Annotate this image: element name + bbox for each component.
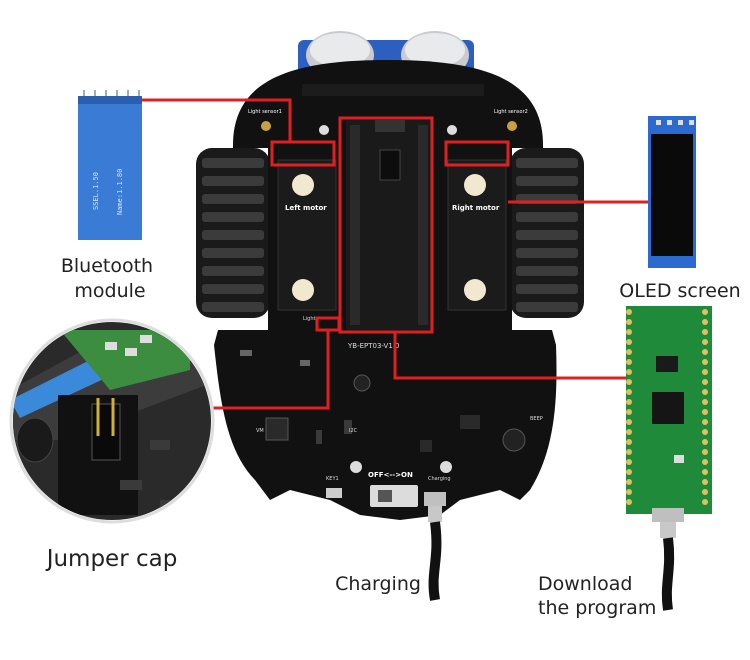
key-label: KEY1 xyxy=(326,476,339,482)
right-wheel xyxy=(510,148,584,318)
pico-pin xyxy=(702,349,708,355)
download-cable xyxy=(660,522,676,611)
download-line-1: Download xyxy=(538,573,632,595)
pico-pin xyxy=(702,439,708,445)
highlight-lines xyxy=(142,98,648,410)
oled-screen xyxy=(648,116,696,268)
pico-pin xyxy=(626,309,632,315)
pico-pin xyxy=(702,429,708,435)
right-motor-label: Right motor xyxy=(452,204,500,212)
charging-label: Charging xyxy=(335,573,421,595)
pico-pin xyxy=(702,469,708,475)
pico-pin xyxy=(702,319,708,325)
pcb-components xyxy=(240,350,526,452)
left-motor-label: Left motor xyxy=(285,204,327,212)
model-label: YB-EPT03-V1.0 xyxy=(347,342,399,350)
pico-pin xyxy=(702,309,708,315)
pico-pin xyxy=(626,419,632,425)
usb-port xyxy=(424,492,446,506)
pico-pin xyxy=(626,329,632,335)
pico-pin xyxy=(702,379,708,385)
pico-pins xyxy=(626,309,708,505)
pico-pin xyxy=(702,389,708,395)
pico-pin xyxy=(626,479,632,485)
pico-pin xyxy=(702,359,708,365)
pico-pin xyxy=(702,459,708,465)
pico-pin xyxy=(626,339,632,345)
charging-port-label: Charging xyxy=(428,476,451,482)
pico-pin xyxy=(626,489,632,495)
pico-pin xyxy=(702,329,708,335)
power-switch xyxy=(370,485,418,507)
pico-pin xyxy=(702,489,708,495)
charging-cable xyxy=(428,506,442,601)
pico-board xyxy=(626,306,712,522)
pico-pin xyxy=(626,459,632,465)
pico-pin xyxy=(702,339,708,345)
i2c-label: I2C xyxy=(349,428,358,434)
download-label: Download the program xyxy=(538,573,656,619)
pico-pin xyxy=(626,389,632,395)
pico-pin xyxy=(626,349,632,355)
pico-pin xyxy=(626,359,632,365)
download-line-2: the program xyxy=(538,597,656,619)
pico-pin xyxy=(702,409,708,415)
pico-pin xyxy=(702,369,708,375)
pico-pin xyxy=(626,439,632,445)
pico-pin xyxy=(626,469,632,475)
oled-screen-label: OLED screen xyxy=(619,280,740,302)
pico-pin xyxy=(702,399,708,405)
pico-pin xyxy=(702,449,708,455)
pico-pin xyxy=(626,449,632,455)
bluetooth-module: SSEL.1.50 Name:1.1.80 xyxy=(78,90,142,240)
light-label: Light xyxy=(303,316,316,322)
pcb-top xyxy=(233,60,543,148)
pico-pin xyxy=(626,399,632,405)
left-wheel xyxy=(196,148,270,318)
buzzer-label: BEEP xyxy=(530,416,543,422)
bluetooth-text-1: SSEL.1.50 xyxy=(92,172,100,210)
jumper-zoom xyxy=(9,318,215,524)
pico-pin xyxy=(702,499,708,505)
bluetooth-module-label: Bluetooth module xyxy=(61,255,159,302)
bluetooth-line-2: module xyxy=(74,280,145,302)
bluetooth-line-1: Bluetooth xyxy=(61,255,153,277)
bluetooth-text-2: Name:1.1.80 xyxy=(116,169,124,215)
pico-pin xyxy=(626,499,632,505)
pico-pin xyxy=(626,319,632,325)
pico-pin xyxy=(626,379,632,385)
vm-label: VM xyxy=(256,428,264,434)
robot-board: Left motor Right motor Light sensor1 Lig… xyxy=(196,31,584,520)
pico-pin xyxy=(626,429,632,435)
pico-pin xyxy=(626,369,632,375)
light-sensor-1-label: Light sensor1 xyxy=(248,109,282,115)
jumper-cap-label: Jumper cap xyxy=(45,546,178,572)
pico-pin xyxy=(702,419,708,425)
light-sensor-2-label: Light sensor2 xyxy=(494,109,528,115)
switch-label: OFF<-->ON xyxy=(368,471,413,479)
pico-pin xyxy=(626,409,632,415)
pico-pin xyxy=(702,479,708,485)
